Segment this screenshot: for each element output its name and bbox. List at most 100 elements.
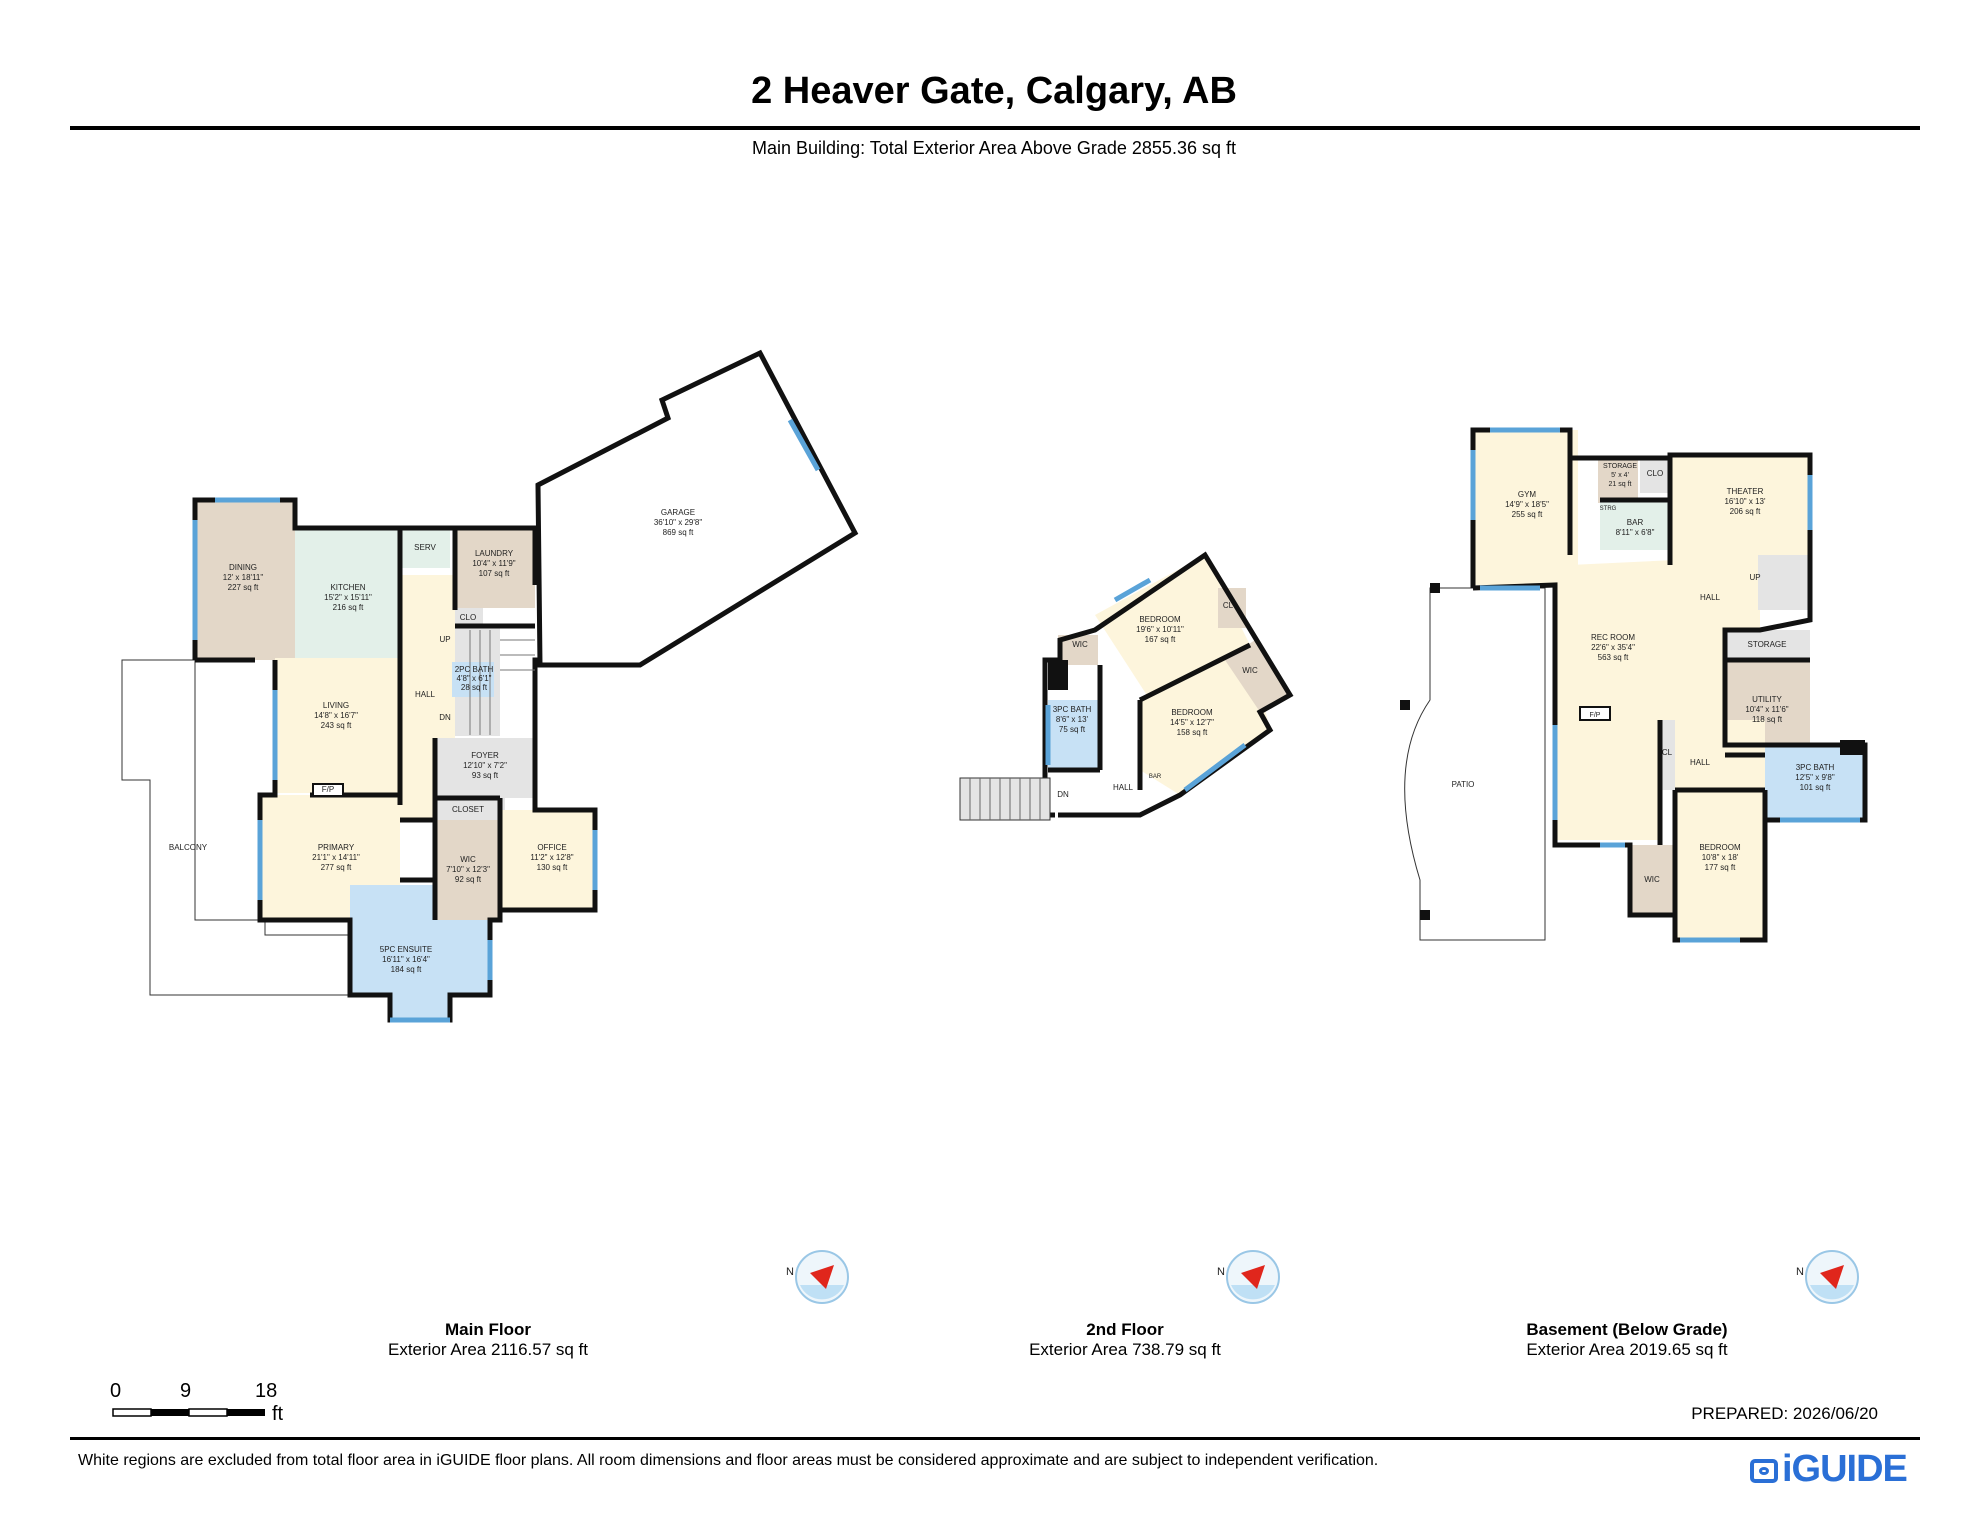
kitchen-area: 216 sq ft [333,603,364,612]
closet-room [435,798,505,820]
second-floor-labels: BEDROOM 19'6" x 10'11" 167 sq ft CL WIC … [1053,601,1258,799]
bath2-dim: 4'8" x 6'1" [457,674,492,683]
cl-2nd-label: CL [1223,601,1234,610]
dining-dim: 12' x 18'11" [223,573,264,582]
dining-label: DINING [229,563,257,572]
second-floor-caption: 2nd Floor Exterior Area 738.79 sq ft [925,1320,1325,1360]
bar-base-dim: 8'11" x 6'8" [1616,528,1655,537]
compass-n-label: N [1796,1266,1804,1278]
scale-bar [112,1408,265,1417]
basement-area: Exterior Area 2019.65 sq ft [1526,1340,1728,1359]
office-label: OFFICE [537,843,566,852]
storage-a-dim: 5' x 4' [1611,472,1629,479]
closet-label: CLOSET [452,805,484,814]
hall-a-label: HALL [1700,593,1721,602]
ensuite-label: 5PC ENSUITE [380,945,432,954]
laundry-dim: 10'4" x 11'9" [472,559,515,568]
serv-label: SERV [414,543,436,552]
bedroom1-label: BEDROOM [1139,615,1181,624]
bath3-2nd-area: 75 sq ft [1059,725,1086,734]
bedroom1-dim: 19'6" x 10'11" [1136,625,1184,634]
utility-area: 118 sq ft [1752,715,1783,724]
clo-base-room [1640,458,1670,493]
fireplace-base [1579,706,1611,721]
rec-area: 563 sq ft [1598,653,1629,662]
bath2-area: 28 sq ft [461,683,488,692]
foyer-dim: 12'10" x 7'2" [463,761,507,770]
wic-main-label: WIC [460,855,476,864]
wic-main-dim: 7'10" x 12'3" [446,865,490,874]
wic-main-room [435,820,500,920]
laundry-label: LAUNDRY [475,549,514,558]
main-floor-walls [192,497,598,1023]
garage-label: GARAGE [661,508,695,517]
chimney-base [1840,740,1865,755]
bedroom2-area: 158 sq ft [1177,728,1208,737]
bath3-2nd [1048,700,1100,770]
dn-main-label: DN [439,713,451,722]
scale-tick-18: 18 [255,1380,278,1402]
column-1 [1430,583,1440,593]
storage-b-room [1725,630,1810,660]
basement-plan: GYM 14'9" x 18'5" 255 sq ft STORAGE 5' x… [1400,427,1868,943]
primary-area: 277 sq ft [321,863,352,872]
main-floor-labels: DINING 12' x 18'11" 227 sq ft KITCHEN 15… [169,508,702,974]
title-rule [70,126,1920,130]
office-dim: 11'2" x 12'8" [530,853,573,862]
page-title: 2 Heaver Gate, Calgary, AB [751,70,1237,112]
wic-a-label: WIC [1072,640,1088,649]
kitchen-label: KITCHEN [330,583,365,592]
gym-room [1473,430,1578,585]
column-3 [1420,910,1430,920]
main-floor-area: Exterior Area 2116.57 sq ft [387,1340,589,1359]
footer-rule [70,1437,1920,1440]
bar-2nd-label: BAR [1149,774,1162,780]
stair-treads-main [469,630,535,735]
compass-n-label: N [1217,1266,1225,1278]
hall-2nd-label: HALL [1113,783,1134,792]
rec-label: REC ROOM [1591,633,1635,642]
basement-caption: Basement (Below Grade) Exterior Area 201… [1427,1320,1827,1360]
second-floor-area: Exterior Area 738.79 sq ft [1029,1340,1221,1359]
bath3-base-area: 101 sq ft [1800,783,1831,792]
basement-name: Basement (Below Grade) [1526,1320,1728,1339]
theater-label: THEATER [1727,487,1764,496]
iguide-logo: iGUIDE [1750,1448,1908,1491]
gym-label: GYM [1518,490,1537,499]
hall-b-label: HALL [1690,758,1711,767]
compass-base: N [1796,1250,1859,1304]
cl-base-label: CL [1662,748,1673,757]
utility-label: UTILITY [1752,695,1782,704]
garage-area: 869 sq ft [663,528,694,537]
fp-main-label: F/P [322,785,334,794]
primary-dim: 21'1" x 14'11" [312,853,360,862]
second-floor-name: 2nd Floor [1086,1320,1164,1339]
bedroom-base-area: 177 sq ft [1705,863,1736,872]
bar-base-room [1600,500,1670,550]
utility-dim: 10'4" x 11'6" [1745,705,1788,714]
bath2-label: 2PC BATH [455,665,494,674]
gym-area: 255 sq ft [1512,510,1543,519]
scale-seg-1 [112,1408,152,1417]
fp-base-label: F/P [1590,712,1601,719]
second-floor-plan: BEDROOM 19'6" x 10'11" 167 sq ft CL WIC … [959,551,1294,821]
primary-label: PRIMARY [318,843,355,852]
kitchen-room [295,528,400,658]
compass-shade [1810,1285,1854,1300]
camera-icon [1750,1459,1778,1483]
gym-dim: 14'9" x 18'5" [1505,500,1549,509]
basement-walls [1470,427,1868,943]
fireplace-main [312,783,344,797]
stair-treads-2nd [969,778,1041,820]
bath2-room [452,662,494,697]
main-floor-windows [192,418,821,1023]
stairs-base [1758,555,1808,610]
main-floor-name: Main Floor [445,1320,531,1339]
living-room [275,658,400,793]
wic-main-area: 92 sq ft [455,875,482,884]
bath3-base-label: 3PC BATH [1796,763,1835,772]
rec-room [1555,560,1760,840]
column-2 [1400,700,1410,710]
bath3-base-room [1765,745,1865,820]
bedroom2-dim: 14'5" x 12'7" [1170,718,1214,727]
